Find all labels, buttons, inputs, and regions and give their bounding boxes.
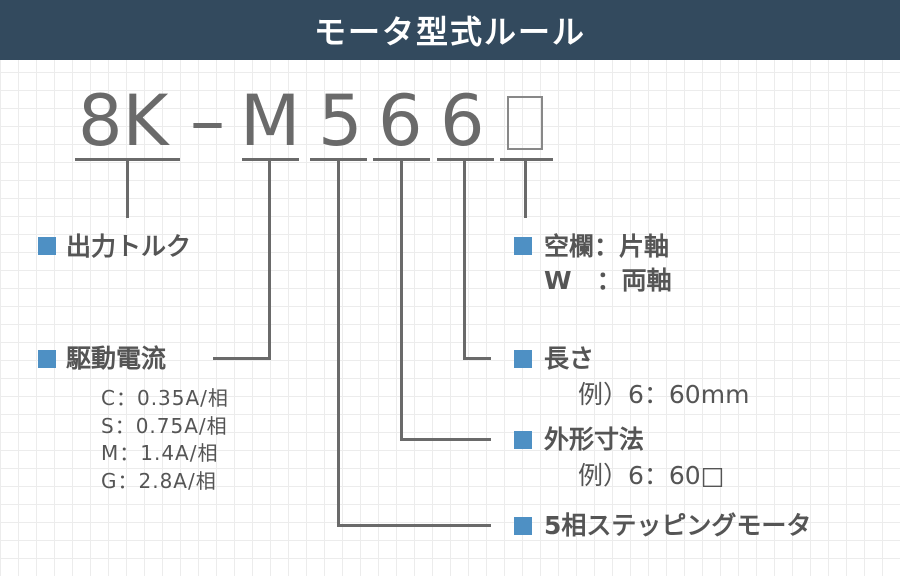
current-option-c: C：0.35A/相 bbox=[101, 386, 229, 410]
underline-current bbox=[242, 158, 299, 161]
bullet-square bbox=[38, 237, 56, 255]
label-shaft-w: W ：両軸 bbox=[544, 266, 672, 295]
page-title: モータ型式ルール bbox=[0, 0, 900, 60]
current-option-g: G：2.8A/相 bbox=[101, 469, 217, 493]
label-length: 長さ bbox=[544, 344, 595, 373]
length-example: 例）6：60mm bbox=[578, 380, 750, 409]
connector-length-v bbox=[463, 161, 466, 360]
underline-type bbox=[310, 158, 367, 161]
connector-shaft bbox=[524, 161, 527, 218]
code-type: 5 bbox=[318, 80, 363, 162]
code-current: M bbox=[240, 80, 301, 162]
label-shaft: 空欄：片軸 bbox=[544, 232, 670, 261]
connector-current-v bbox=[268, 161, 271, 360]
current-option-m: M：1.4A/相 bbox=[101, 441, 219, 465]
code-shaft-box bbox=[507, 96, 543, 150]
underline-torque bbox=[75, 158, 180, 161]
label-type: 5相ステッピングモータ bbox=[544, 511, 812, 540]
code-size: 6 bbox=[378, 80, 423, 162]
connector-size-v bbox=[400, 161, 403, 441]
label-torque: 出力トルク bbox=[66, 232, 192, 261]
code-length: 6 bbox=[440, 80, 485, 162]
underline-shaft bbox=[500, 158, 553, 161]
connector-type-h bbox=[337, 524, 491, 527]
bullet-square bbox=[514, 237, 532, 255]
bullet-square bbox=[514, 517, 532, 535]
label-current: 駆動電流 bbox=[66, 344, 167, 373]
connector-length-h bbox=[463, 357, 491, 360]
current-option-s: S：0.75A/相 bbox=[101, 414, 228, 438]
connector-torque bbox=[126, 161, 129, 218]
label-size: 外形寸法 bbox=[544, 425, 645, 454]
connector-size-h bbox=[400, 438, 491, 441]
code-dash: – bbox=[190, 80, 225, 162]
connector-current-h bbox=[213, 357, 271, 360]
code-torque: 8K bbox=[78, 80, 169, 162]
underline-size bbox=[373, 158, 430, 161]
connector-type-v bbox=[337, 161, 340, 527]
size-example: 例）6：60□ bbox=[578, 461, 725, 490]
bullet-square bbox=[38, 350, 56, 368]
underline-length bbox=[437, 158, 494, 161]
bullet-square bbox=[514, 431, 532, 449]
bullet-square bbox=[514, 350, 532, 368]
